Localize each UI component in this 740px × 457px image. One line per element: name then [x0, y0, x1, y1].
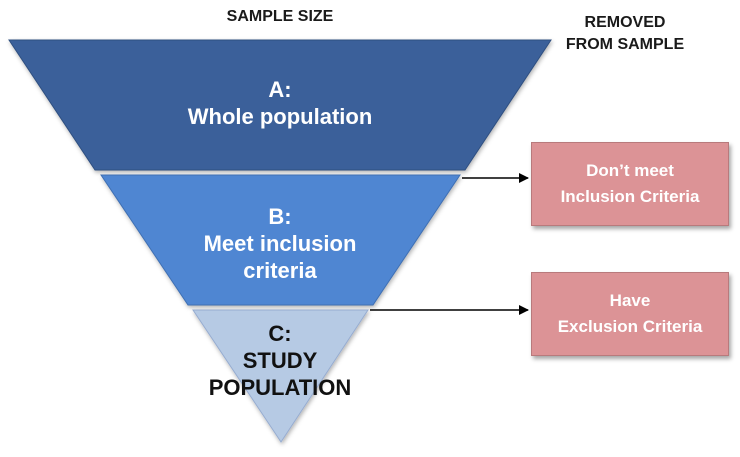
dont-meet-inclusion-box: Don’t meet Inclusion Criteria	[531, 142, 729, 226]
sample-size-header: SAMPLE SIZE	[226, 8, 334, 25]
tier-a-label: A: Whole population	[150, 76, 410, 130]
tier-b-text-line-1: Meet inclusion	[203, 231, 357, 256]
tier-a-shape	[8, 39, 552, 171]
tier-a-letter: A:	[268, 77, 292, 102]
tier-b-shape	[100, 174, 461, 306]
tier-b-label: B: Meet inclusion criteria	[150, 203, 410, 284]
removed-header-line-1: REMOVED	[584, 14, 666, 31]
have-exclusion-box: Have Exclusion Criteria	[531, 272, 729, 356]
have-exclusion-line-1: Have	[609, 291, 651, 310]
tier-a-text: Whole population	[187, 104, 373, 129]
removed-from-sample-header: REMOVED FROM SAMPLE	[545, 12, 705, 56]
tier-c-label: C: STUDY POPULATION	[160, 320, 400, 401]
removed-header-line-2: FROM SAMPLE	[565, 36, 685, 53]
dont-meet-line-2: Inclusion Criteria	[560, 187, 700, 206]
have-exclusion-line-2: Exclusion Criteria	[557, 317, 703, 336]
dont-meet-line-1: Don’t meet	[586, 161, 674, 180]
tier-c-text-line-1: STUDY	[242, 348, 318, 373]
tier-c-shape	[192, 309, 369, 443]
tier-b-letter: B:	[268, 204, 292, 229]
tier-c-text-line-2: POPULATION	[208, 375, 352, 400]
tier-c-letter: C:	[268, 321, 292, 346]
tier-b-text-line-2: criteria	[243, 258, 317, 283]
